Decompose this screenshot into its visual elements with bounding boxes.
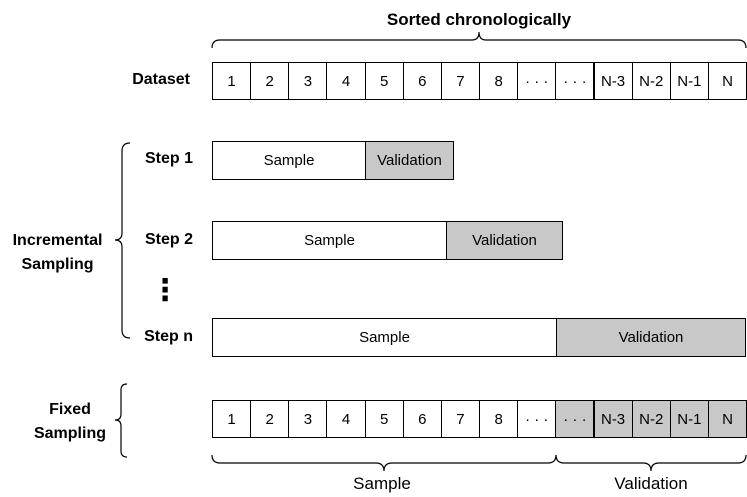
dataset-label: Dataset	[132, 71, 190, 88]
fixed-label-line2: Sampling	[33, 425, 106, 442]
step-n-label: Step n	[144, 328, 193, 345]
validation-brace	[555, 454, 747, 472]
fixed-cell-12: N-2	[631, 400, 671, 438]
step-1-label: Step 1	[144, 150, 193, 167]
fixed-cell-6: 6	[402, 400, 442, 438]
fixed-cell-14: N	[707, 400, 747, 438]
dataset-cell-9: · · ·	[517, 62, 557, 100]
top-label: Sorted chronologically	[386, 10, 572, 29]
step-2-label: Step 2	[144, 231, 193, 248]
step-1-sample: Sample	[212, 141, 366, 180]
dataset-cell-13: N-1	[669, 62, 709, 100]
dataset-cell-10: · · ·	[555, 62, 595, 100]
fixed-cell-10: · · ·	[555, 400, 595, 438]
dataset-cell-1: 1	[212, 62, 252, 100]
fixed-cell-5: 5	[364, 400, 404, 438]
fixed-sampling-label: Fixed Sampling	[20, 398, 120, 446]
dataset-cell-5: 5	[364, 62, 404, 100]
fixed-label-line1: Fixed	[49, 401, 91, 418]
bottom-sample-label: Sample	[353, 474, 411, 493]
incremental-label-line1: Incremental	[12, 232, 103, 249]
dataset-cell-3: 3	[288, 62, 328, 100]
bottom-validation-label: Validation	[614, 474, 688, 493]
sample-brace	[211, 454, 557, 472]
fixed-cell-4: 4	[326, 400, 366, 438]
fixed-cell-11: N-3	[593, 400, 633, 438]
dataset-cell-6: 6	[402, 62, 442, 100]
fixed-cell-13: N-1	[669, 400, 709, 438]
dataset-cell-8: 8	[479, 62, 519, 100]
dataset-cell-7: 7	[440, 62, 481, 100]
step-2-validation: Validation	[446, 221, 563, 260]
dataset-cell-12: N-2	[631, 62, 671, 100]
fixed-cell-7: 7	[440, 400, 481, 438]
step-1-validation: Validation	[365, 141, 454, 180]
incremental-sampling-label: Incremental Sampling	[0, 229, 115, 277]
vertical-ellipsis: ⋮	[150, 274, 180, 307]
dataset-cell-14: N	[707, 62, 747, 100]
step-n-sample: Sample	[212, 318, 557, 357]
incremental-label-line2: Sampling	[21, 256, 94, 273]
fixed-cell-9: · · ·	[517, 400, 557, 438]
step-n-validation: Validation	[556, 318, 746, 357]
step-2-sample: Sample	[212, 221, 447, 260]
dataset-cell-11: N-3	[593, 62, 633, 100]
